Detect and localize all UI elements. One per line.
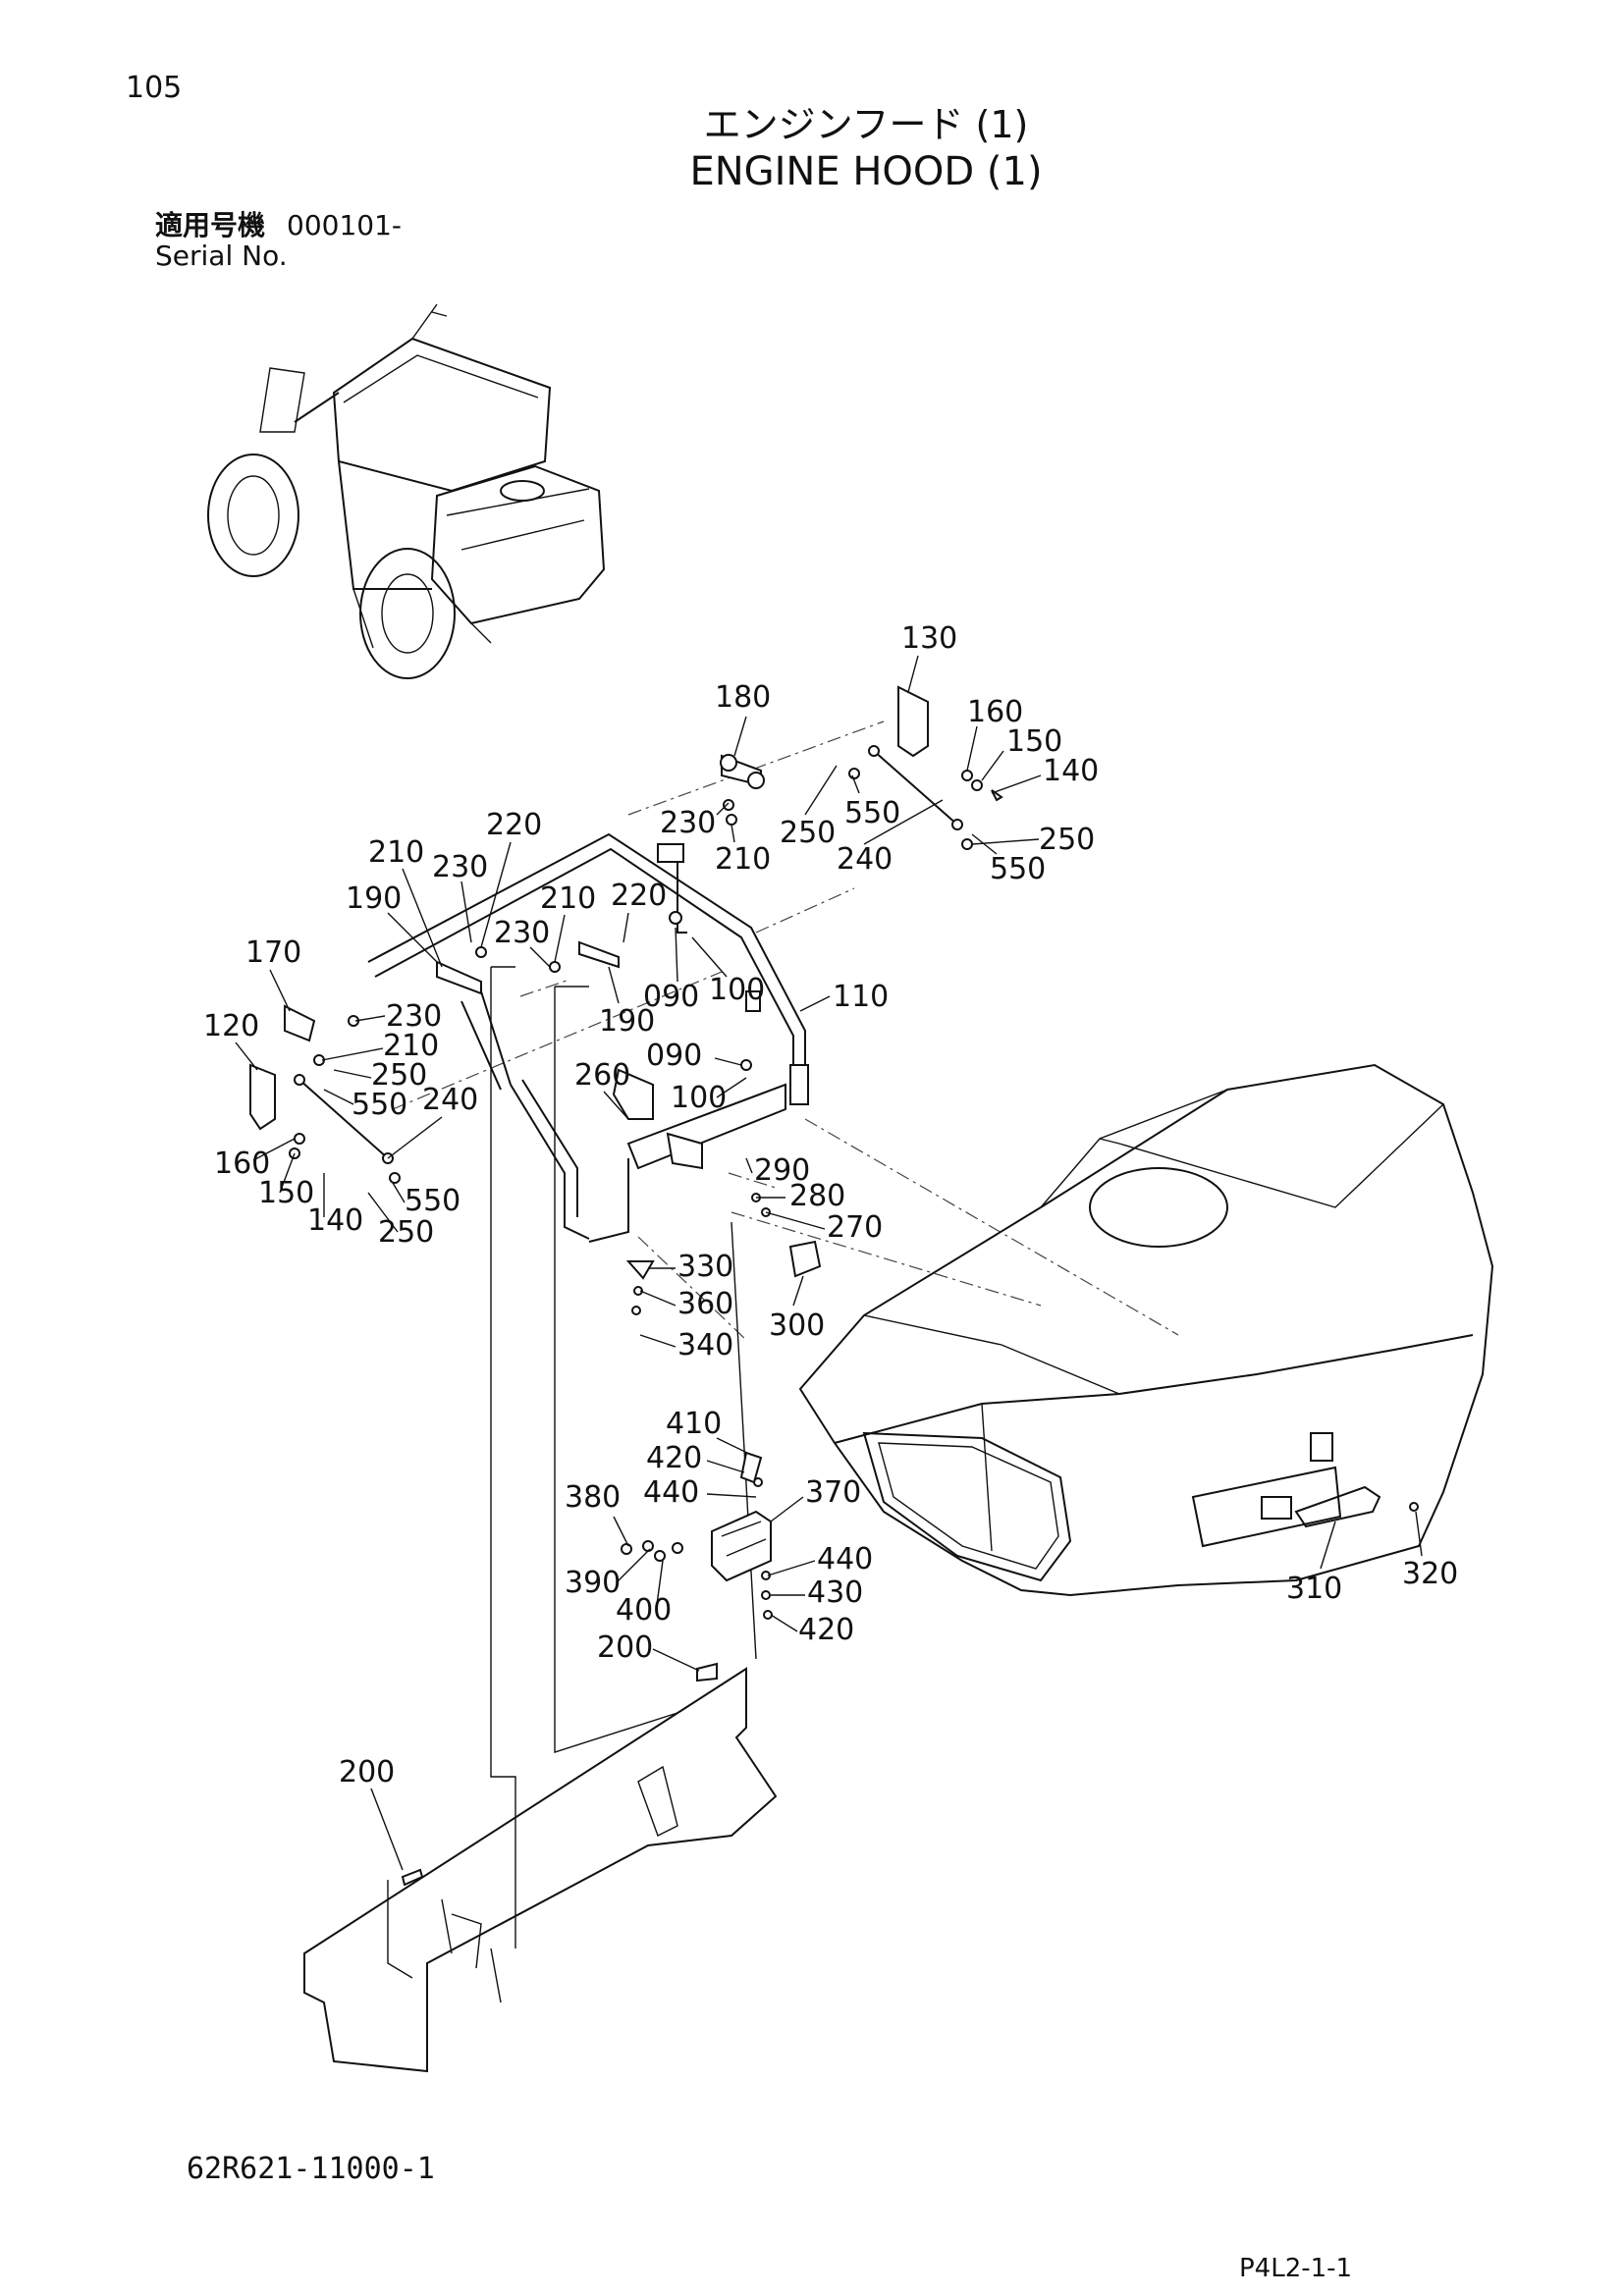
callout-550: 550: [990, 852, 1046, 886]
leader-lines: [235, 655, 1423, 1871]
callout-440: 440: [817, 1542, 873, 1576]
callout-380: 380: [565, 1480, 621, 1515]
hardware: [289, 768, 1419, 1620]
guide-frame: [490, 966, 757, 1949]
callout-100: 100: [671, 1081, 727, 1115]
callout-210: 210: [540, 881, 596, 916]
callout-230: 230: [432, 850, 488, 884]
callout-420: 420: [646, 1441, 702, 1475]
callout-230: 230: [386, 999, 442, 1034]
callout-250: 250: [1039, 823, 1095, 857]
callout-370: 370: [805, 1475, 861, 1510]
callout-130: 130: [901, 621, 957, 656]
callout-290: 290: [754, 1153, 810, 1188]
callout-230: 230: [660, 806, 716, 840]
callout-140: 140: [1043, 754, 1099, 788]
callout-250: 250: [378, 1215, 434, 1250]
callout-180: 180: [715, 680, 771, 715]
latch-assembly: [621, 1240, 822, 1682]
callout-090: 090: [643, 980, 699, 1014]
callout-400: 400: [616, 1593, 672, 1628]
callout-320: 320: [1402, 1557, 1458, 1591]
hinges: [249, 685, 929, 1170]
callout-110: 110: [833, 980, 889, 1014]
callout-550: 550: [844, 796, 900, 830]
drawing-number: 62R621-11000-1: [187, 2152, 435, 2186]
callout-340: 340: [677, 1328, 733, 1362]
serial-label-jp-text: 適用号機: [155, 209, 266, 241]
chassis-frame: [303, 1667, 778, 2073]
callout-140: 140: [307, 1203, 363, 1238]
callout-430: 430: [807, 1575, 863, 1610]
callout-210: 210: [368, 835, 424, 870]
reference-lines: [392, 721, 1179, 1341]
callout-210: 210: [383, 1029, 439, 1063]
callout-550: 550: [352, 1088, 407, 1122]
callout-310: 310: [1286, 1572, 1342, 1606]
callout-160: 160: [967, 695, 1023, 729]
callout-200: 200: [597, 1630, 653, 1665]
callout-300: 300: [769, 1308, 825, 1343]
page-reference: P4L2-1-1: [1239, 2254, 1353, 2283]
callout-410: 410: [666, 1407, 722, 1441]
page-title-english: ENGINE HOOD (1): [689, 149, 1043, 194]
callout-360: 360: [677, 1287, 733, 1321]
page-title-japanese: エンジンフード (1): [703, 103, 1029, 146]
machine-thumbnail: [207, 303, 606, 679]
callout-090: 090: [646, 1039, 702, 1073]
callout-220: 220: [486, 808, 542, 842]
callout-250: 250: [780, 816, 836, 850]
callout-260: 260: [574, 1058, 630, 1093]
callout-240: 240: [422, 1083, 478, 1117]
callout-420: 420: [798, 1613, 854, 1647]
callout-250: 250: [371, 1058, 427, 1093]
callout-230: 230: [494, 916, 550, 950]
engine-hood-body: [798, 1063, 1494, 1597]
callouts: 130 180 160 150 140 250 550 230 210 240 …: [203, 621, 1458, 1789]
callout-440: 440: [643, 1475, 699, 1510]
callout-160: 160: [214, 1147, 270, 1181]
callout-220: 220: [611, 879, 667, 913]
page-number: 105: [126, 71, 183, 105]
callout-100: 100: [709, 973, 765, 1007]
callout-200: 200: [339, 1755, 395, 1789]
callout-330: 330: [677, 1250, 733, 1284]
callout-240: 240: [837, 842, 893, 877]
gas-struts: [294, 745, 963, 1164]
callout-190: 190: [346, 881, 402, 916]
callout-390: 390: [565, 1566, 621, 1600]
callout-120: 120: [203, 1009, 259, 1043]
callout-170: 170: [245, 935, 301, 970]
serial-value: 000101-: [287, 209, 403, 241]
callout-190: 190: [599, 1004, 655, 1039]
callout-150: 150: [258, 1176, 314, 1210]
callout-280: 280: [789, 1179, 845, 1213]
serial-label-japanese: 適用号機 000101-: [155, 204, 402, 243]
serial-label-english: Serial No.: [155, 240, 288, 272]
hood-frame: [367, 832, 809, 1243]
callout-210: 210: [715, 842, 771, 877]
callout-270: 270: [827, 1210, 883, 1245]
callout-550: 550: [405, 1184, 460, 1218]
callout-150: 150: [1006, 724, 1062, 759]
